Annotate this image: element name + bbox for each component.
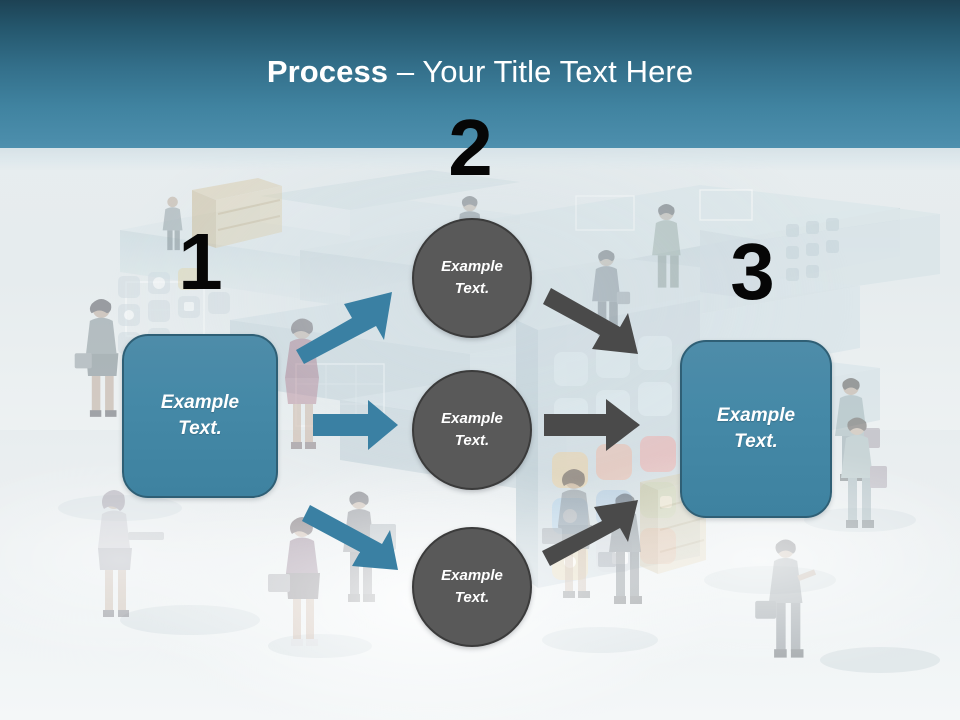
step-2-circle-bottom-label: Example Text. (441, 567, 503, 606)
arrow-step1-to-circle-bottom (302, 505, 398, 570)
page-title: Process – Your Title Text Here (0, 52, 960, 92)
step-3-box[interactable]: Example Text. (680, 340, 832, 518)
step-3-box-label: Example Text. (716, 405, 796, 452)
arrow-circle-bottom-to-step3 (542, 500, 638, 566)
step-2-circle-top-label: Example Text. (441, 258, 503, 297)
arrow-circle-middle-to-step3 (544, 399, 640, 451)
step-number-2: 2 (448, 103, 493, 192)
step-2-circle-bottom[interactable]: Example Text. (412, 527, 532, 647)
step-2-circle-middle-label: Example Text. (441, 410, 503, 449)
page-title-rest: – Your Title Text Here (388, 54, 694, 89)
arrow-step1-to-circle-middle (313, 400, 398, 450)
step-1-box-label: Example Text. (160, 392, 240, 439)
arrow-circle-top-to-step3 (543, 288, 638, 354)
step-number-3: 3 (730, 227, 775, 316)
header-bottom-edge (0, 148, 960, 170)
step-number-1: 1 (178, 217, 223, 306)
step-2-circle-top[interactable]: Example Text. (412, 218, 532, 338)
page-title-strong: Process (266, 54, 389, 89)
arrow-step1-to-circle-top (296, 292, 392, 364)
step-1-box[interactable]: Example Text. (122, 334, 278, 498)
step-2-circle-middle[interactable]: Example Text. (412, 370, 532, 490)
slide-header (0, 0, 960, 148)
